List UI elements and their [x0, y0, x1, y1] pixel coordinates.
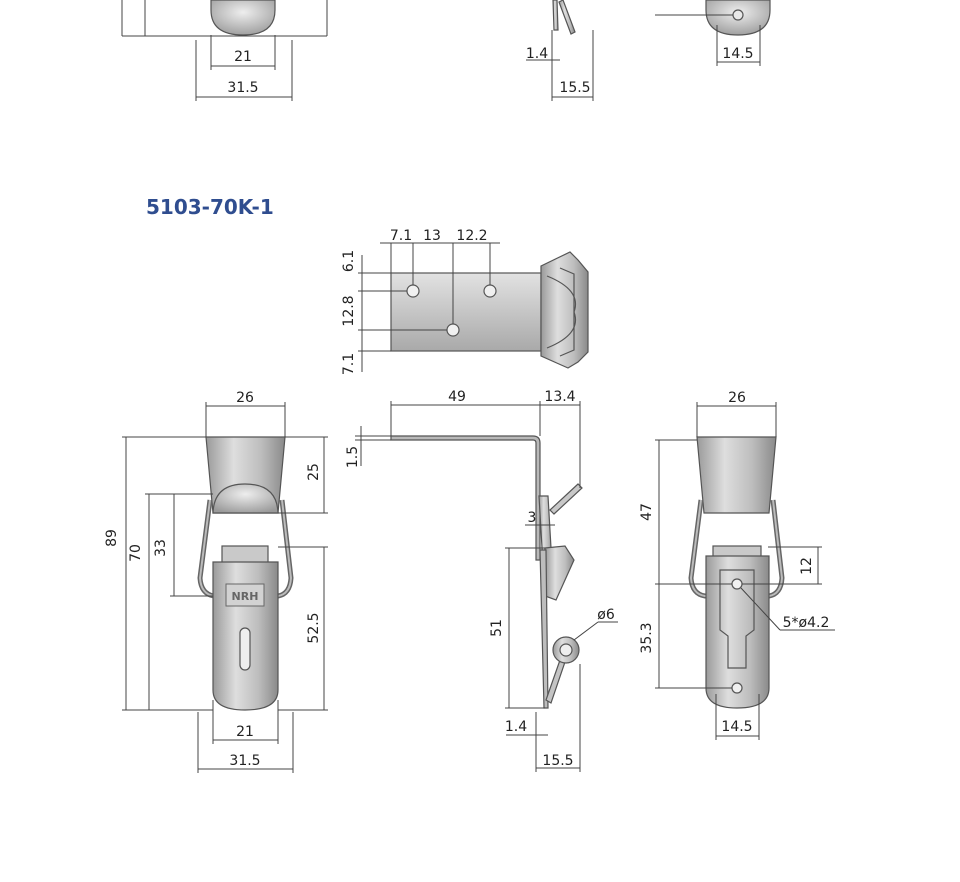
dim-label: 12.2: [456, 228, 487, 244]
dim-label: 47: [639, 503, 655, 521]
dim-label: 25: [306, 463, 322, 481]
side-view: 49 13.4 1.5 3 ø6 51 1.4 15.5: [345, 389, 618, 772]
dim-label: 7.1: [390, 228, 412, 244]
dim-label: 26: [236, 390, 254, 406]
dim-label: 12.8: [341, 295, 357, 326]
dim-label: 6.1: [341, 250, 357, 272]
hook-plate: [696, 436, 777, 514]
dim-label: 35.3: [639, 622, 655, 653]
dim-label: 7.1: [341, 353, 357, 375]
dome-shape: [210, 0, 276, 36]
mount-hole: [483, 284, 497, 298]
bent-plate: [390, 435, 541, 561]
dim-label: ø6: [597, 607, 615, 623]
dim-label: 70: [128, 544, 144, 562]
dim-label: 31.5: [229, 753, 260, 769]
dim-label: 3: [528, 510, 537, 526]
dim-label: 52.5: [306, 612, 322, 643]
lever: [544, 545, 575, 601]
rivet-hole: [731, 682, 743, 694]
top-partial-rear-view: 14.5: [655, 0, 771, 66]
dim-label: 5*ø4.2: [783, 615, 830, 631]
top-view: 7.1 13 12.2 6.1 12.8 7.1: [341, 228, 589, 375]
rivet-hole: [731, 578, 743, 590]
top-partial-front-view: 21 31.5: [121, 0, 328, 101]
dim-label: 51: [489, 619, 505, 637]
model-title: 5103-70K-1: [146, 195, 274, 219]
catch-hook: [540, 251, 589, 369]
hook-tab: [549, 483, 583, 515]
dim-label: 14.5: [722, 46, 753, 62]
brand-logo: NRH: [232, 590, 259, 603]
mount-hole: [446, 323, 460, 337]
dim-label: 89: [104, 529, 120, 547]
mount-hole: [406, 284, 420, 298]
latch-body: [705, 555, 770, 709]
dim-label: 12: [799, 557, 815, 575]
front-view: NRH 26 25 89 70 33 52.5 21 31.5: [104, 390, 328, 773]
slot: [239, 627, 251, 671]
dim-label: 13.4: [544, 389, 575, 405]
dim-label: 15.5: [559, 80, 590, 96]
dim-label: 49: [448, 389, 466, 405]
dim-label: 26: [728, 390, 746, 406]
dim-label: 33: [153, 539, 169, 557]
dim-label: 1.5: [345, 446, 361, 468]
dim-label: 14.5: [721, 719, 752, 735]
dim-label: 21: [234, 49, 252, 65]
dim-label: 1.4: [505, 719, 527, 735]
top-partial-side-view: 1.4 15.5: [526, 0, 594, 101]
dim-label: 21: [236, 724, 254, 740]
dim-label: 15.5: [542, 753, 573, 769]
dim-label: 31.5: [227, 80, 258, 96]
dim-label: 13: [423, 228, 441, 244]
rear-view: 26 47 12 5*ø4.2 35.3 14.5: [639, 390, 835, 740]
dim-label: 1.4: [526, 46, 548, 62]
